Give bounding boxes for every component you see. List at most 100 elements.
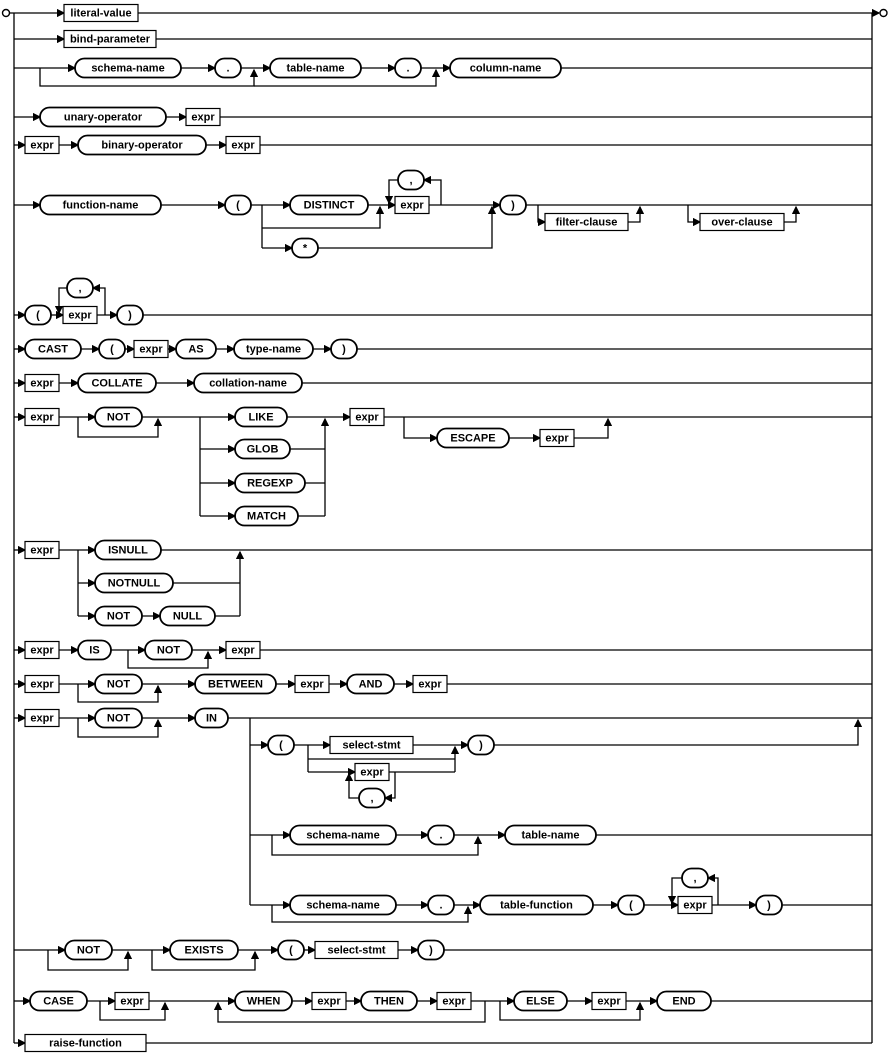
star: * — [291, 237, 319, 259]
exit-point — [879, 8, 888, 18]
expr-table-function: expr — [677, 895, 713, 915]
node-label: expr — [418, 679, 442, 691]
terminal-box — [360, 990, 418, 1012]
terminal-box — [94, 605, 143, 627]
expr-then: expr — [436, 991, 472, 1011]
node-label: NOT — [107, 412, 131, 424]
terminal-box — [64, 939, 113, 961]
connector-path — [99, 1001, 170, 1021]
terminal-box — [29, 990, 88, 1012]
nonterminal-box — [24, 1033, 147, 1053]
terminal-box — [94, 673, 143, 695]
table-function: table-function — [479, 894, 594, 916]
node-label: expr — [191, 112, 215, 124]
node-label: expr — [400, 200, 424, 212]
nonterminal-box — [314, 940, 399, 960]
collation-name: collation-name — [193, 372, 303, 394]
node-label: filter-clause — [556, 217, 618, 229]
terminal-box — [267, 734, 295, 756]
node-label: GLOB — [247, 444, 279, 456]
node-label: select-stmt — [327, 945, 385, 957]
terminal-box — [504, 824, 597, 846]
connector-path — [77, 718, 163, 738]
in: IN — [194, 707, 229, 729]
connector-path — [77, 417, 163, 438]
node-label: table-name — [286, 63, 344, 75]
expr-between-high: expr — [412, 674, 448, 694]
node-label: expr — [231, 140, 255, 152]
terminal-box — [194, 673, 277, 695]
dot-1: . — [214, 57, 242, 79]
node-label: NOTNULL — [108, 578, 161, 590]
terminal-box — [94, 707, 143, 729]
expr-in-left: expr — [24, 708, 60, 728]
dot-3: . — [427, 824, 455, 846]
terminal-box — [224, 194, 252, 216]
node-label: table-name — [521, 830, 579, 842]
lparen-in: ( — [267, 734, 295, 756]
terminal-box — [214, 57, 242, 79]
node-label: expr — [68, 310, 92, 322]
nonterminal-box — [544, 212, 629, 232]
connector-path — [574, 417, 613, 439]
terminal-box — [427, 894, 455, 916]
node-label: ISNULL — [108, 545, 148, 557]
nonterminal-box — [311, 991, 347, 1011]
node-label: AND — [359, 679, 383, 691]
node-label: ) — [767, 900, 771, 912]
expr-is-left: expr — [24, 640, 60, 660]
node-label: expr — [120, 996, 144, 1008]
expr-like-left: expr — [24, 407, 60, 427]
node-label: expr — [30, 713, 54, 725]
terminal-box — [617, 894, 645, 916]
node-label: expr — [545, 433, 569, 445]
expr-is-right: expr — [225, 640, 261, 660]
connector-path — [422, 175, 442, 205]
nonterminal-box — [354, 762, 390, 782]
terminal-box — [269, 57, 362, 79]
terminal-box — [77, 134, 207, 156]
node-label: ESCAPE — [450, 433, 495, 445]
expr-when: expr — [311, 991, 347, 1011]
terminal-box — [98, 338, 126, 360]
node-label: , — [693, 873, 696, 885]
expr-between-low: expr — [294, 674, 330, 694]
terminal-box — [74, 57, 182, 79]
nonterminal-box — [62, 305, 98, 325]
not-is: NOT — [144, 639, 193, 661]
node-label: NOT — [107, 713, 131, 725]
node-label: . — [406, 63, 409, 75]
schema-name-1: schema-name — [74, 57, 182, 79]
terminal-box — [394, 57, 422, 79]
node-label: raise-function — [49, 1038, 122, 1050]
node-label: . — [439, 900, 442, 912]
connector-path — [127, 650, 213, 669]
nonterminal-box — [63, 3, 139, 23]
node-label: CASE — [43, 996, 74, 1008]
connector-path — [47, 950, 133, 971]
expr-between-left: expr — [24, 674, 60, 694]
expr-escape: expr — [539, 428, 575, 448]
binary-operator: binary-operator — [77, 134, 207, 156]
nonterminal-box — [329, 735, 414, 755]
terminal-box — [330, 338, 358, 360]
connector-path — [262, 205, 385, 229]
terminal-box — [289, 894, 397, 916]
node-label: . — [439, 830, 442, 842]
rparen-cast: ) — [330, 338, 358, 360]
escape: ESCAPE — [436, 427, 510, 449]
raise-function: raise-function — [24, 1033, 147, 1053]
when: WHEN — [234, 990, 293, 1012]
terminal-box — [94, 406, 143, 428]
terminal-box — [39, 106, 167, 128]
connector-path — [91, 283, 106, 315]
node-label: NULL — [173, 611, 203, 623]
node-label: AS — [188, 344, 203, 356]
not-null-kw: NOT — [94, 605, 143, 627]
comma-table-function: , — [681, 867, 709, 889]
node-label: bind-parameter — [70, 34, 151, 46]
column-name: column-name — [449, 57, 562, 79]
node-label: expr — [139, 344, 163, 356]
